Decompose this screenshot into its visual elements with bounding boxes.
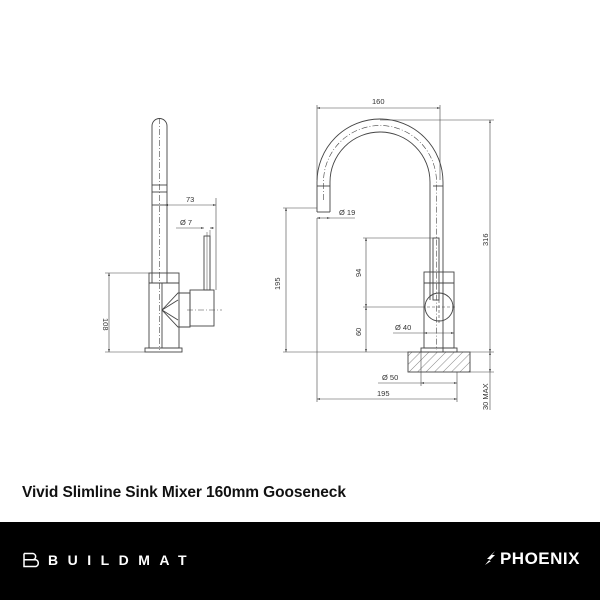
front-view — [316, 118, 471, 373]
dim-spout-diameter-label: Ø 19 — [339, 208, 355, 217]
buildmat-wordmark: BUILDMAT — [48, 552, 197, 568]
side-view-dimensions — [105, 198, 217, 353]
dim-60-label: 60 — [354, 328, 363, 336]
footer-bar: BUILDMAT PHOENIX — [0, 522, 600, 600]
dim-body-diameter-label: Ø 40 — [395, 323, 411, 332]
technical-drawing: 73 Ø 7 108 — [101, 97, 494, 410]
dim-195-height-label: 195 — [273, 277, 282, 290]
buildmat-logo[interactable]: BUILDMAT — [22, 552, 196, 568]
side-view — [144, 118, 222, 353]
dim-73-label: 73 — [186, 195, 194, 204]
dim-160-label: 160 — [372, 97, 385, 106]
phoenix-logo[interactable]: PHOENIX — [483, 549, 580, 569]
dim-195-reach-label: 195 — [377, 389, 390, 398]
dim-316-label: 316 — [481, 233, 490, 246]
phoenix-wing-icon — [484, 551, 495, 565]
product-title: Vivid Slimline Sink Mixer 160mm Goosenec… — [22, 484, 346, 501]
buildmat-b-icon — [23, 552, 40, 568]
dim-30max-label: 30 MAX — [481, 383, 490, 410]
front-view-dimensions — [283, 105, 494, 410]
dim-108-label: 108 — [101, 318, 110, 331]
dim-handle-diameter-label: Ø 7 — [180, 218, 192, 227]
dim-base-diameter-label: Ø 50 — [382, 373, 398, 382]
phoenix-wordmark: PHOENIX — [499, 549, 580, 568]
dim-94-label: 94 — [354, 269, 363, 277]
